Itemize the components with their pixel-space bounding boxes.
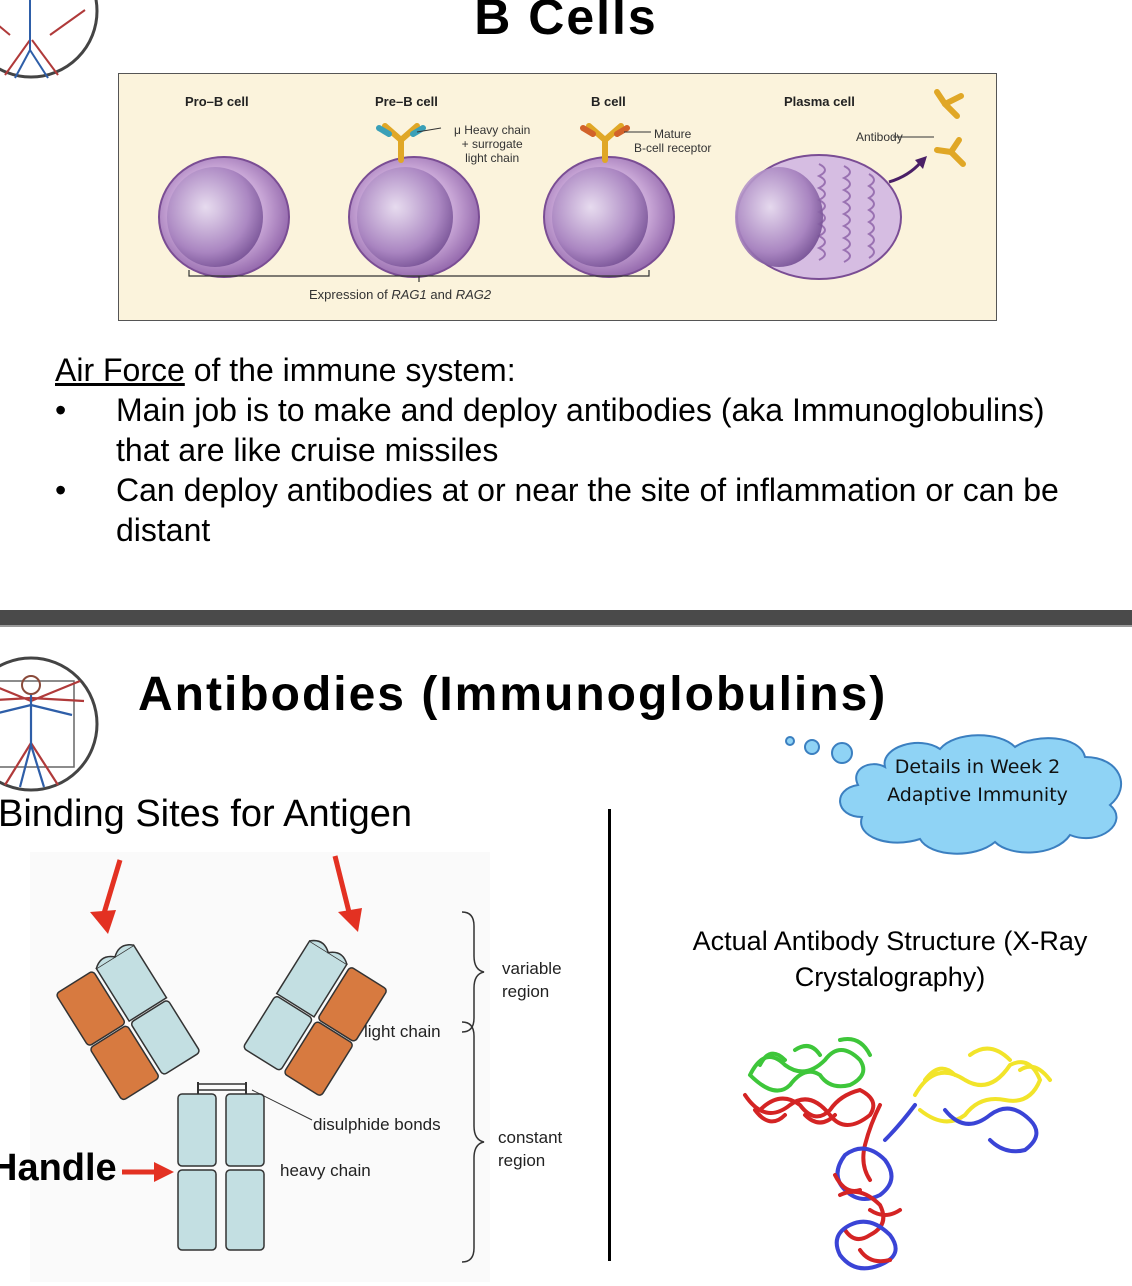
variable-region-label: variable region [502,959,562,1001]
stage-label-pro-b: Pro–B cell [185,94,249,109]
antibody-schematic [30,852,490,1282]
fc-region [177,1093,265,1251]
cloud-note: Details in Week 2 Adaptive Immunity [887,756,1068,806]
red-arrow [90,859,123,934]
b-cell-development-figure: Pro–B cell Pre–B cell B cell Plasma cell… [118,73,997,321]
stage-label-pre-b: Pre–B cell [375,94,438,109]
intro-line: Air Force of the immune system: [55,350,1105,390]
mature-receptor-note: Mature B-cell receptor [634,127,712,155]
structure-title: Actual Antibody Structure (X-Ray Crystal… [692,926,1088,992]
vitruvian-man-logo [0,656,99,792]
antibody-y-icon [376,123,426,163]
bullet-item: • Can deploy antibodies at or near the si… [55,470,1105,550]
rag-and: and [426,287,456,302]
stage-label-plasma-cell: Plasma cell [784,94,855,109]
b-cell-illustration [543,123,675,278]
pre-b-cell-illustration [348,123,480,278]
heavy-chain-label: heavy chain [280,1161,371,1180]
slide-divider [0,610,1132,627]
antibody-note: Antibody [856,130,903,144]
bullet-item: • Main job is to make and deploy antibodi… [55,390,1105,470]
bullet-text: Main job is to make and deploy antibodie… [116,392,1045,468]
red-arrow [332,855,362,932]
antibody-y-icon [934,89,966,167]
slide-b-cells: B Cells Pro–B cell Pre–B cell B cell Pla… [0,0,1132,610]
left-fab-arm [56,944,200,1101]
pro-b-cell-illustration [158,156,290,278]
plasma-cell-illustration [735,89,966,280]
intro-rest: of the immune system: [184,352,516,388]
slide-body-text: Air Force of the immune system: • Main jo… [55,350,1105,550]
slide-title: B Cells [474,0,658,45]
slide-title: Antibodies (Immunoglobulins) [138,668,888,721]
crystal-structure-image [743,1037,1052,1271]
slide-antibodies: Antibodies (Immunoglobulins) Details in … [0,627,1132,1286]
vertical-divider [608,809,611,1261]
vitruvian-man-logo [0,0,99,79]
red-arrow [122,1162,174,1182]
bullet-marker: • [55,472,67,508]
rag-prefix: Expression of [309,287,392,302]
binding-sites-label: Binding Sites for Antigen [0,793,413,835]
right-fab-arm [243,939,387,1096]
rag2-label: RAG2 [455,287,492,302]
handle-label: Handle [0,1147,117,1189]
stage-label-b-cell: B cell [591,94,626,109]
antibody-y-icon [580,123,630,163]
thought-cloud [785,734,1122,855]
rag1-label: RAG1 [391,287,427,302]
rag-expression-note: Expression of RAG1 and RAG2 [309,288,491,302]
heavy-chain-note: μ Heavy chain + surrogate light chain [454,123,531,165]
bullet-text: Can deploy antibodies at or near the sit… [116,472,1059,548]
air-force-term: Air Force [55,352,185,388]
cell-illustrations [158,89,966,282]
light-chain-label: light chain [364,1022,441,1041]
disulphide-bonds-label: disulphide bonds [313,1115,441,1134]
constant-region-label: constant region [498,1128,563,1170]
bullet-marker: • [55,392,67,428]
bullet-list: • Main job is to make and deploy antibodi… [55,390,1105,550]
